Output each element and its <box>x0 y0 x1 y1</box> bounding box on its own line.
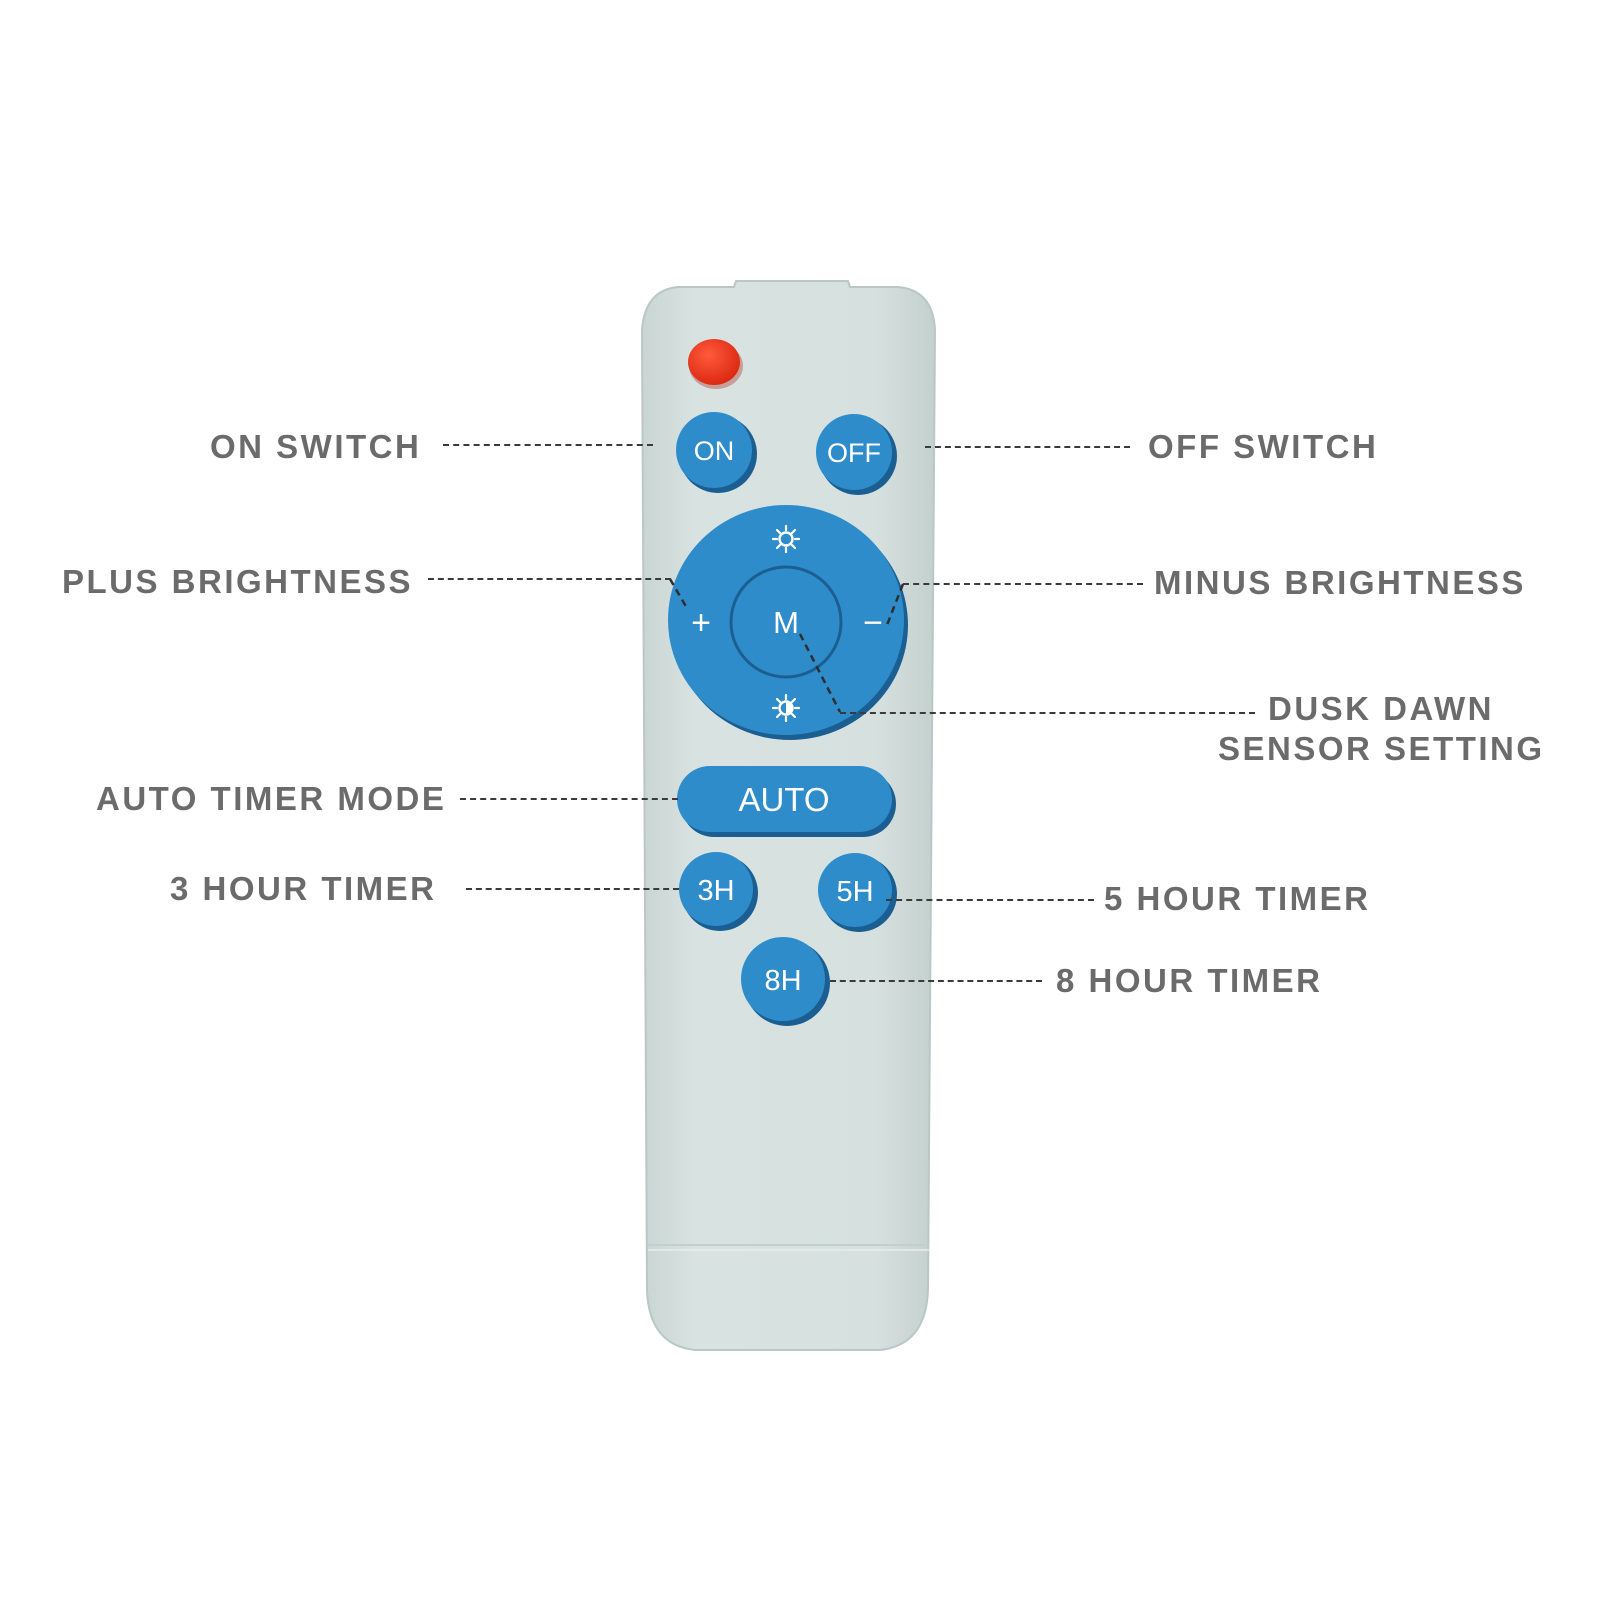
minus-brightness-label: MINUS BRIGHTNESS <box>1154 564 1526 601</box>
eight-hour-button[interactable]: 8H <box>741 937 830 1026</box>
minus-brightness-leader <box>903 583 1143 585</box>
plus-label: + <box>691 604 711 642</box>
dusk-dawn-label-line1: DUSK DAWN <box>1268 690 1494 727</box>
plus-leader-bend <box>668 578 690 611</box>
mode-leader-bend <box>798 633 842 713</box>
three-hour-leader <box>466 888 679 890</box>
off-button-label: OFF <box>827 438 881 468</box>
minus-leader-bend <box>885 583 905 626</box>
off-switch-label: OFF SWITCH <box>1148 428 1379 465</box>
minus-brightness-button[interactable]: − <box>863 604 883 642</box>
dusk-dawn-label-line2: SENSOR SETTING <box>1218 730 1545 767</box>
five-hour-button[interactable]: 5H <box>818 853 897 932</box>
on-button-label: ON <box>694 436 735 466</box>
auto-timer-leader <box>460 798 678 800</box>
plus-brightness-leader <box>428 578 671 580</box>
red-led-icon <box>688 339 743 389</box>
eight-hour-leader <box>830 980 1042 982</box>
sun-icon <box>771 524 801 554</box>
minus-label: − <box>863 604 883 642</box>
five-hour-leader <box>886 899 1094 901</box>
eight-hour-timer-label: 8 HOUR TIMER <box>1056 962 1323 999</box>
half-sun-icon <box>771 693 801 723</box>
five-hour-timer-label: 5 HOUR TIMER <box>1104 880 1371 917</box>
plus-brightness-label: PLUS BRIGHTNESS <box>62 563 414 600</box>
three-hour-label: 3H <box>697 875 734 907</box>
eight-hour-label: 8H <box>764 965 801 997</box>
on-switch-label: ON SWITCH <box>210 428 422 465</box>
mode-button-label: M <box>773 605 799 640</box>
mode-button[interactable]: M <box>729 565 843 679</box>
on-button[interactable]: ON <box>676 412 757 493</box>
off-button[interactable]: OFF <box>816 414 897 495</box>
plus-brightness-button[interactable]: + <box>691 604 711 642</box>
off-switch-leader <box>925 446 1130 448</box>
dusk-dawn-leader <box>840 712 1255 714</box>
on-switch-leader <box>443 444 653 446</box>
auto-button[interactable]: AUTO <box>677 766 896 837</box>
five-hour-label: 5H <box>836 876 873 908</box>
three-hour-button[interactable]: 3H <box>679 852 758 931</box>
auto-button-label: AUTO <box>738 781 829 818</box>
three-hour-timer-label: 3 HOUR TIMER <box>170 870 437 907</box>
auto-timer-mode-label: AUTO TIMER MODE <box>96 780 447 817</box>
